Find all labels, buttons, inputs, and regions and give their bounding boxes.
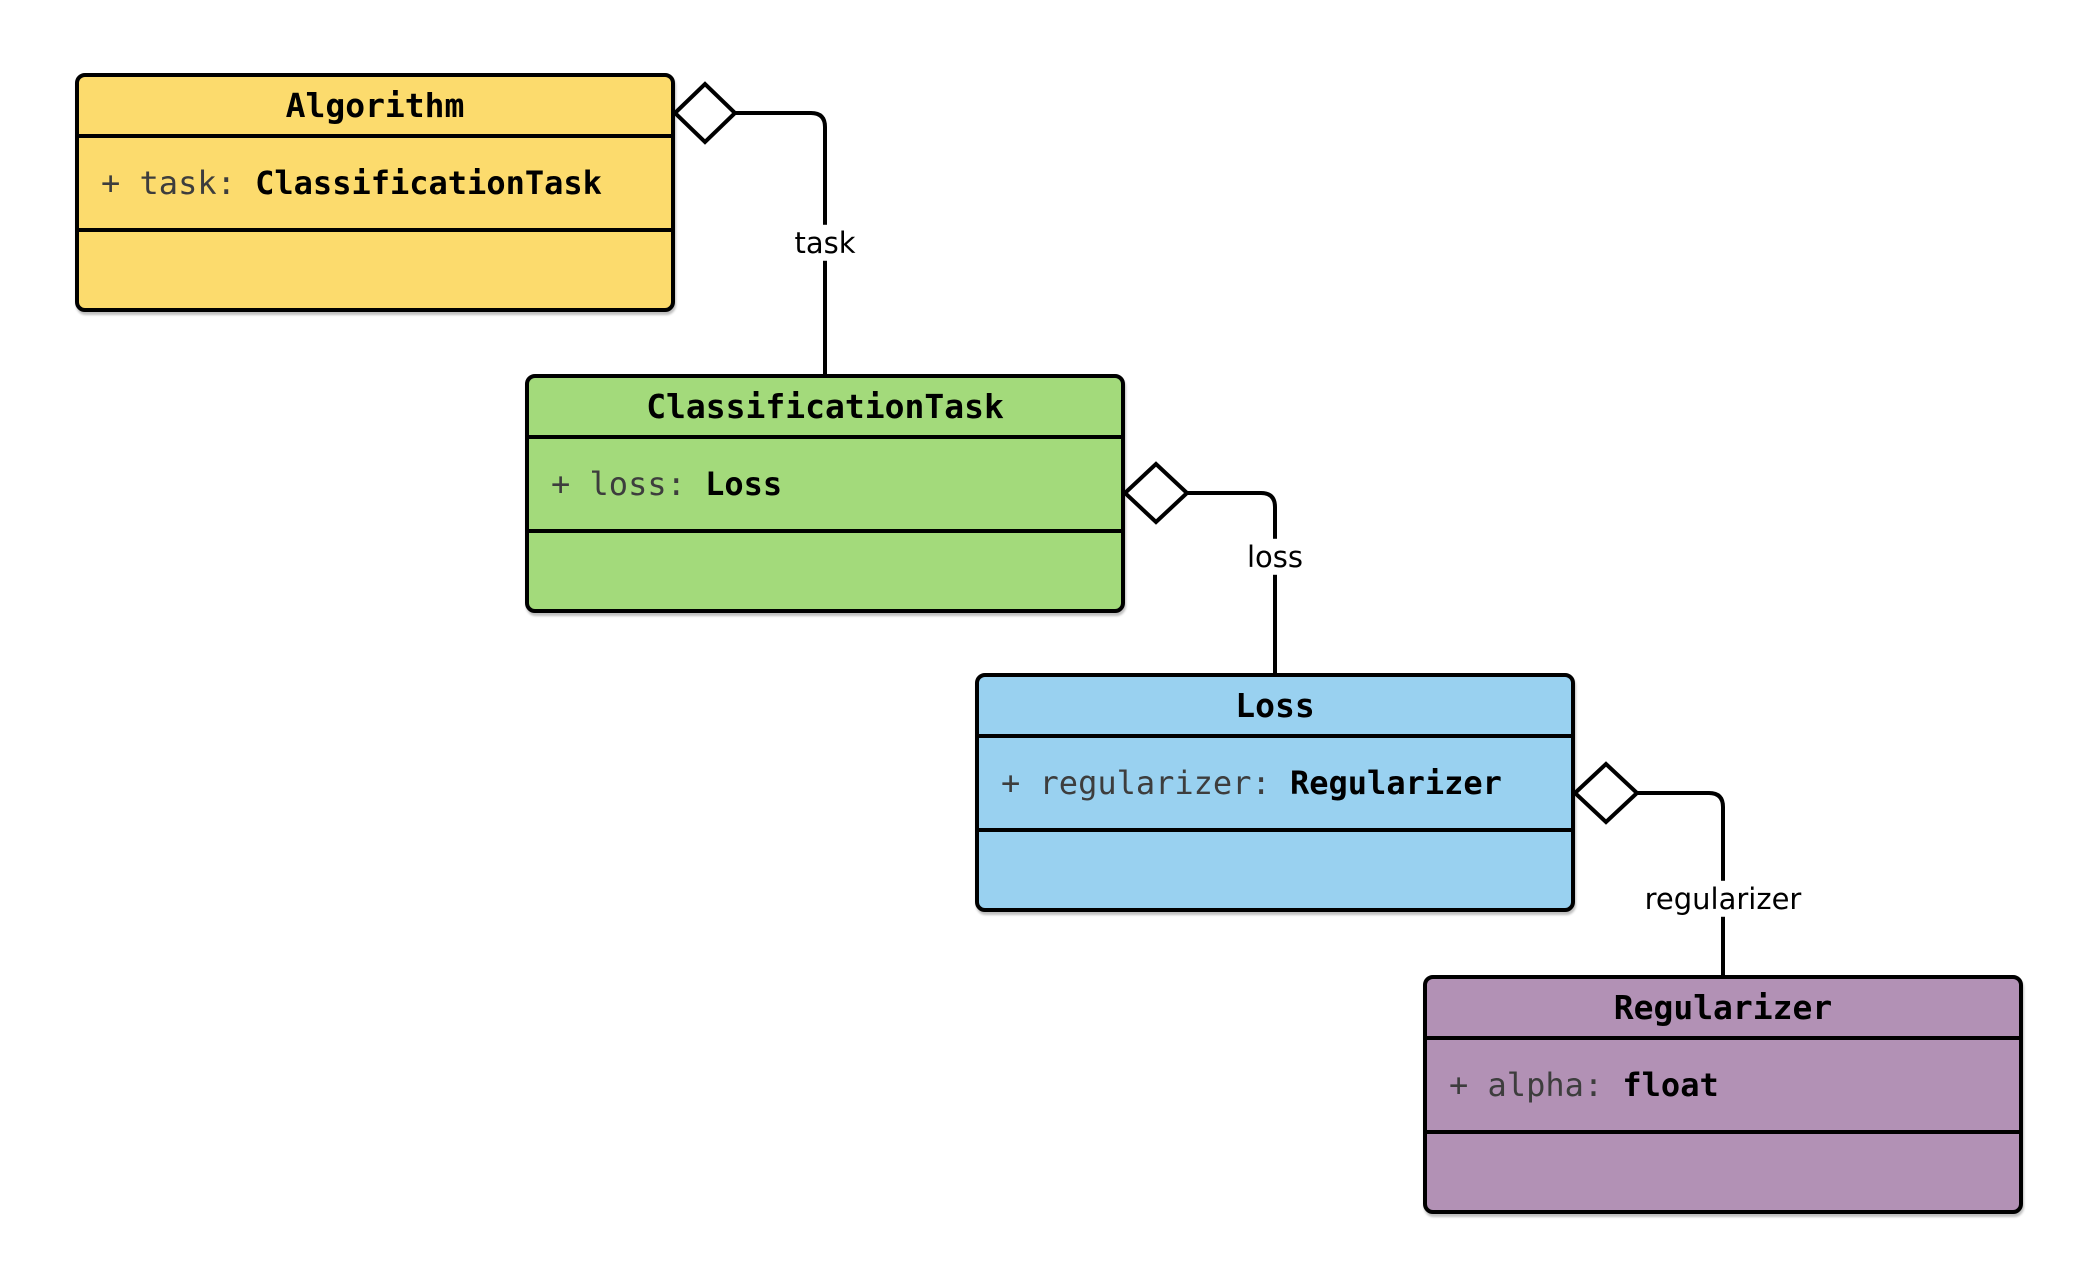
class-node-regularizer: Regularizer + alpha: float (1423, 975, 2023, 1214)
aggregation-diamond-regularizer (1572, 761, 1640, 825)
attribute-name: + alpha: (1449, 1066, 1623, 1104)
class-attributes: + loss: Loss (529, 439, 1121, 533)
aggregation-edge-regularizer (1637, 791, 1725, 975)
attribute-type: Loss (705, 465, 783, 503)
edge-label-task: task (786, 224, 864, 262)
class-title: Regularizer (1427, 979, 2019, 1040)
attribute-type: float (1622, 1066, 1719, 1104)
edge-label-loss: loss (1238, 538, 1312, 576)
class-title: Algorithm (79, 77, 671, 138)
attribute-name: + task: (101, 164, 256, 202)
aggregation-edge-task (735, 111, 827, 374)
class-attributes: + regularizer: Regularizer (979, 738, 1571, 832)
class-methods-empty (79, 232, 671, 306)
edge-label-regularizer: regularizer (1636, 880, 1810, 918)
class-methods-empty (529, 533, 1121, 607)
class-node-loss: Loss + regularizer: Regularizer (975, 673, 1575, 912)
class-attributes: + task: ClassificationTask (79, 138, 671, 232)
class-title: ClassificationTask (529, 378, 1121, 439)
class-node-algorithm: Algorithm + task: ClassificationTask (75, 73, 675, 312)
attribute-type: Regularizer (1289, 764, 1502, 802)
class-node-classificationtask: ClassificationTask + loss: Loss (525, 374, 1125, 613)
aggregation-edge-loss (1187, 491, 1277, 673)
class-methods-empty (1427, 1134, 2019, 1208)
attribute-name: + regularizer: (1001, 764, 1290, 802)
class-attributes: + alpha: float (1427, 1040, 2019, 1134)
class-title: Loss (979, 677, 1571, 738)
aggregation-diamond-loss (1122, 461, 1190, 525)
attribute-name: + loss: (551, 465, 706, 503)
aggregation-diamond-task (672, 81, 738, 145)
class-methods-empty (979, 832, 1571, 906)
attribute-type: ClassificationTask (255, 164, 602, 202)
